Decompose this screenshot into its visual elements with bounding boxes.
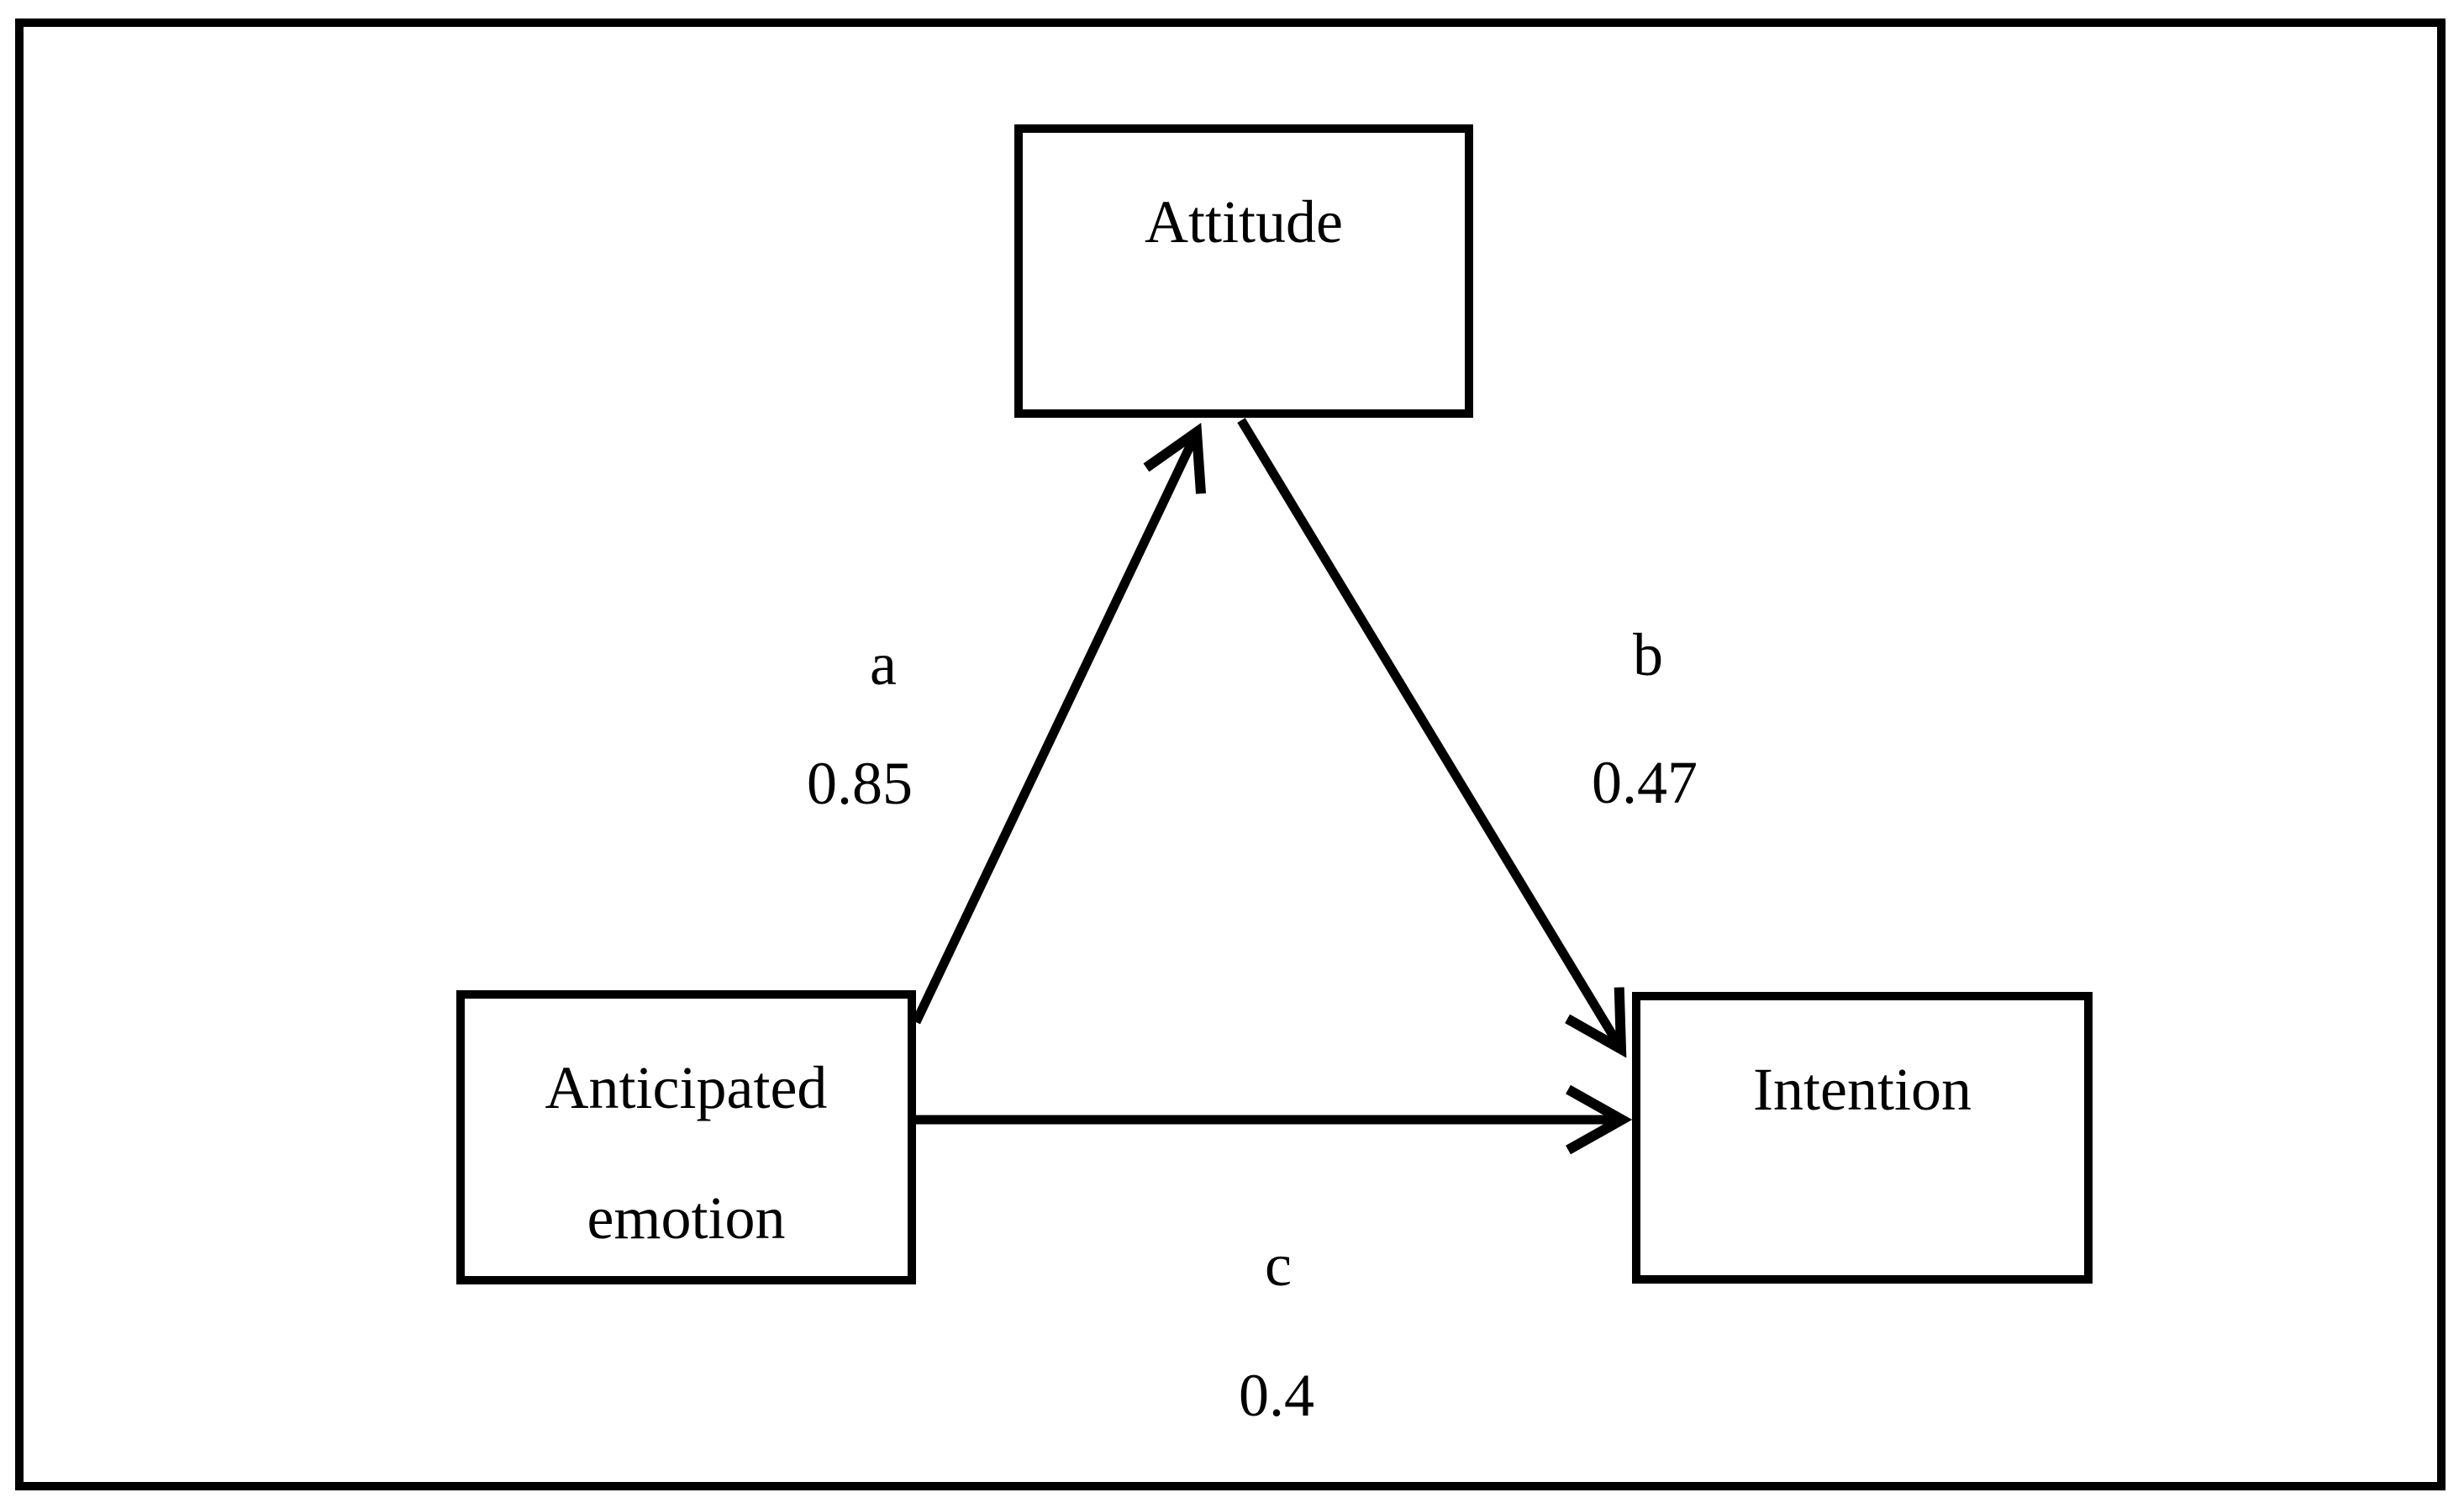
intention-label: Intention (1753, 1056, 1972, 1123)
anticipated-emotion-node: Anticipated emotion (456, 990, 916, 1284)
path-a-label: a (870, 630, 897, 698)
path-b-label: b (1633, 621, 1663, 688)
path-c-coefficient: 0.4 (1239, 1362, 1314, 1429)
attitude-node: Attitude (1014, 124, 1473, 418)
arrow-b (1237, 418, 1627, 1058)
arrow-a (912, 422, 1206, 1025)
path-b-coefficient: 0.47 (1592, 749, 1698, 816)
path-c-label: c (1265, 1231, 1292, 1299)
attitude-label: Attitude (1145, 188, 1343, 256)
intention-node: Intention (1632, 992, 2093, 1284)
anticipated-emotion-label-line2: emotion (587, 1184, 786, 1252)
path-a-coefficient: 0.85 (807, 750, 913, 817)
anticipated-emotion-label-line1: Anticipated (545, 1054, 828, 1121)
